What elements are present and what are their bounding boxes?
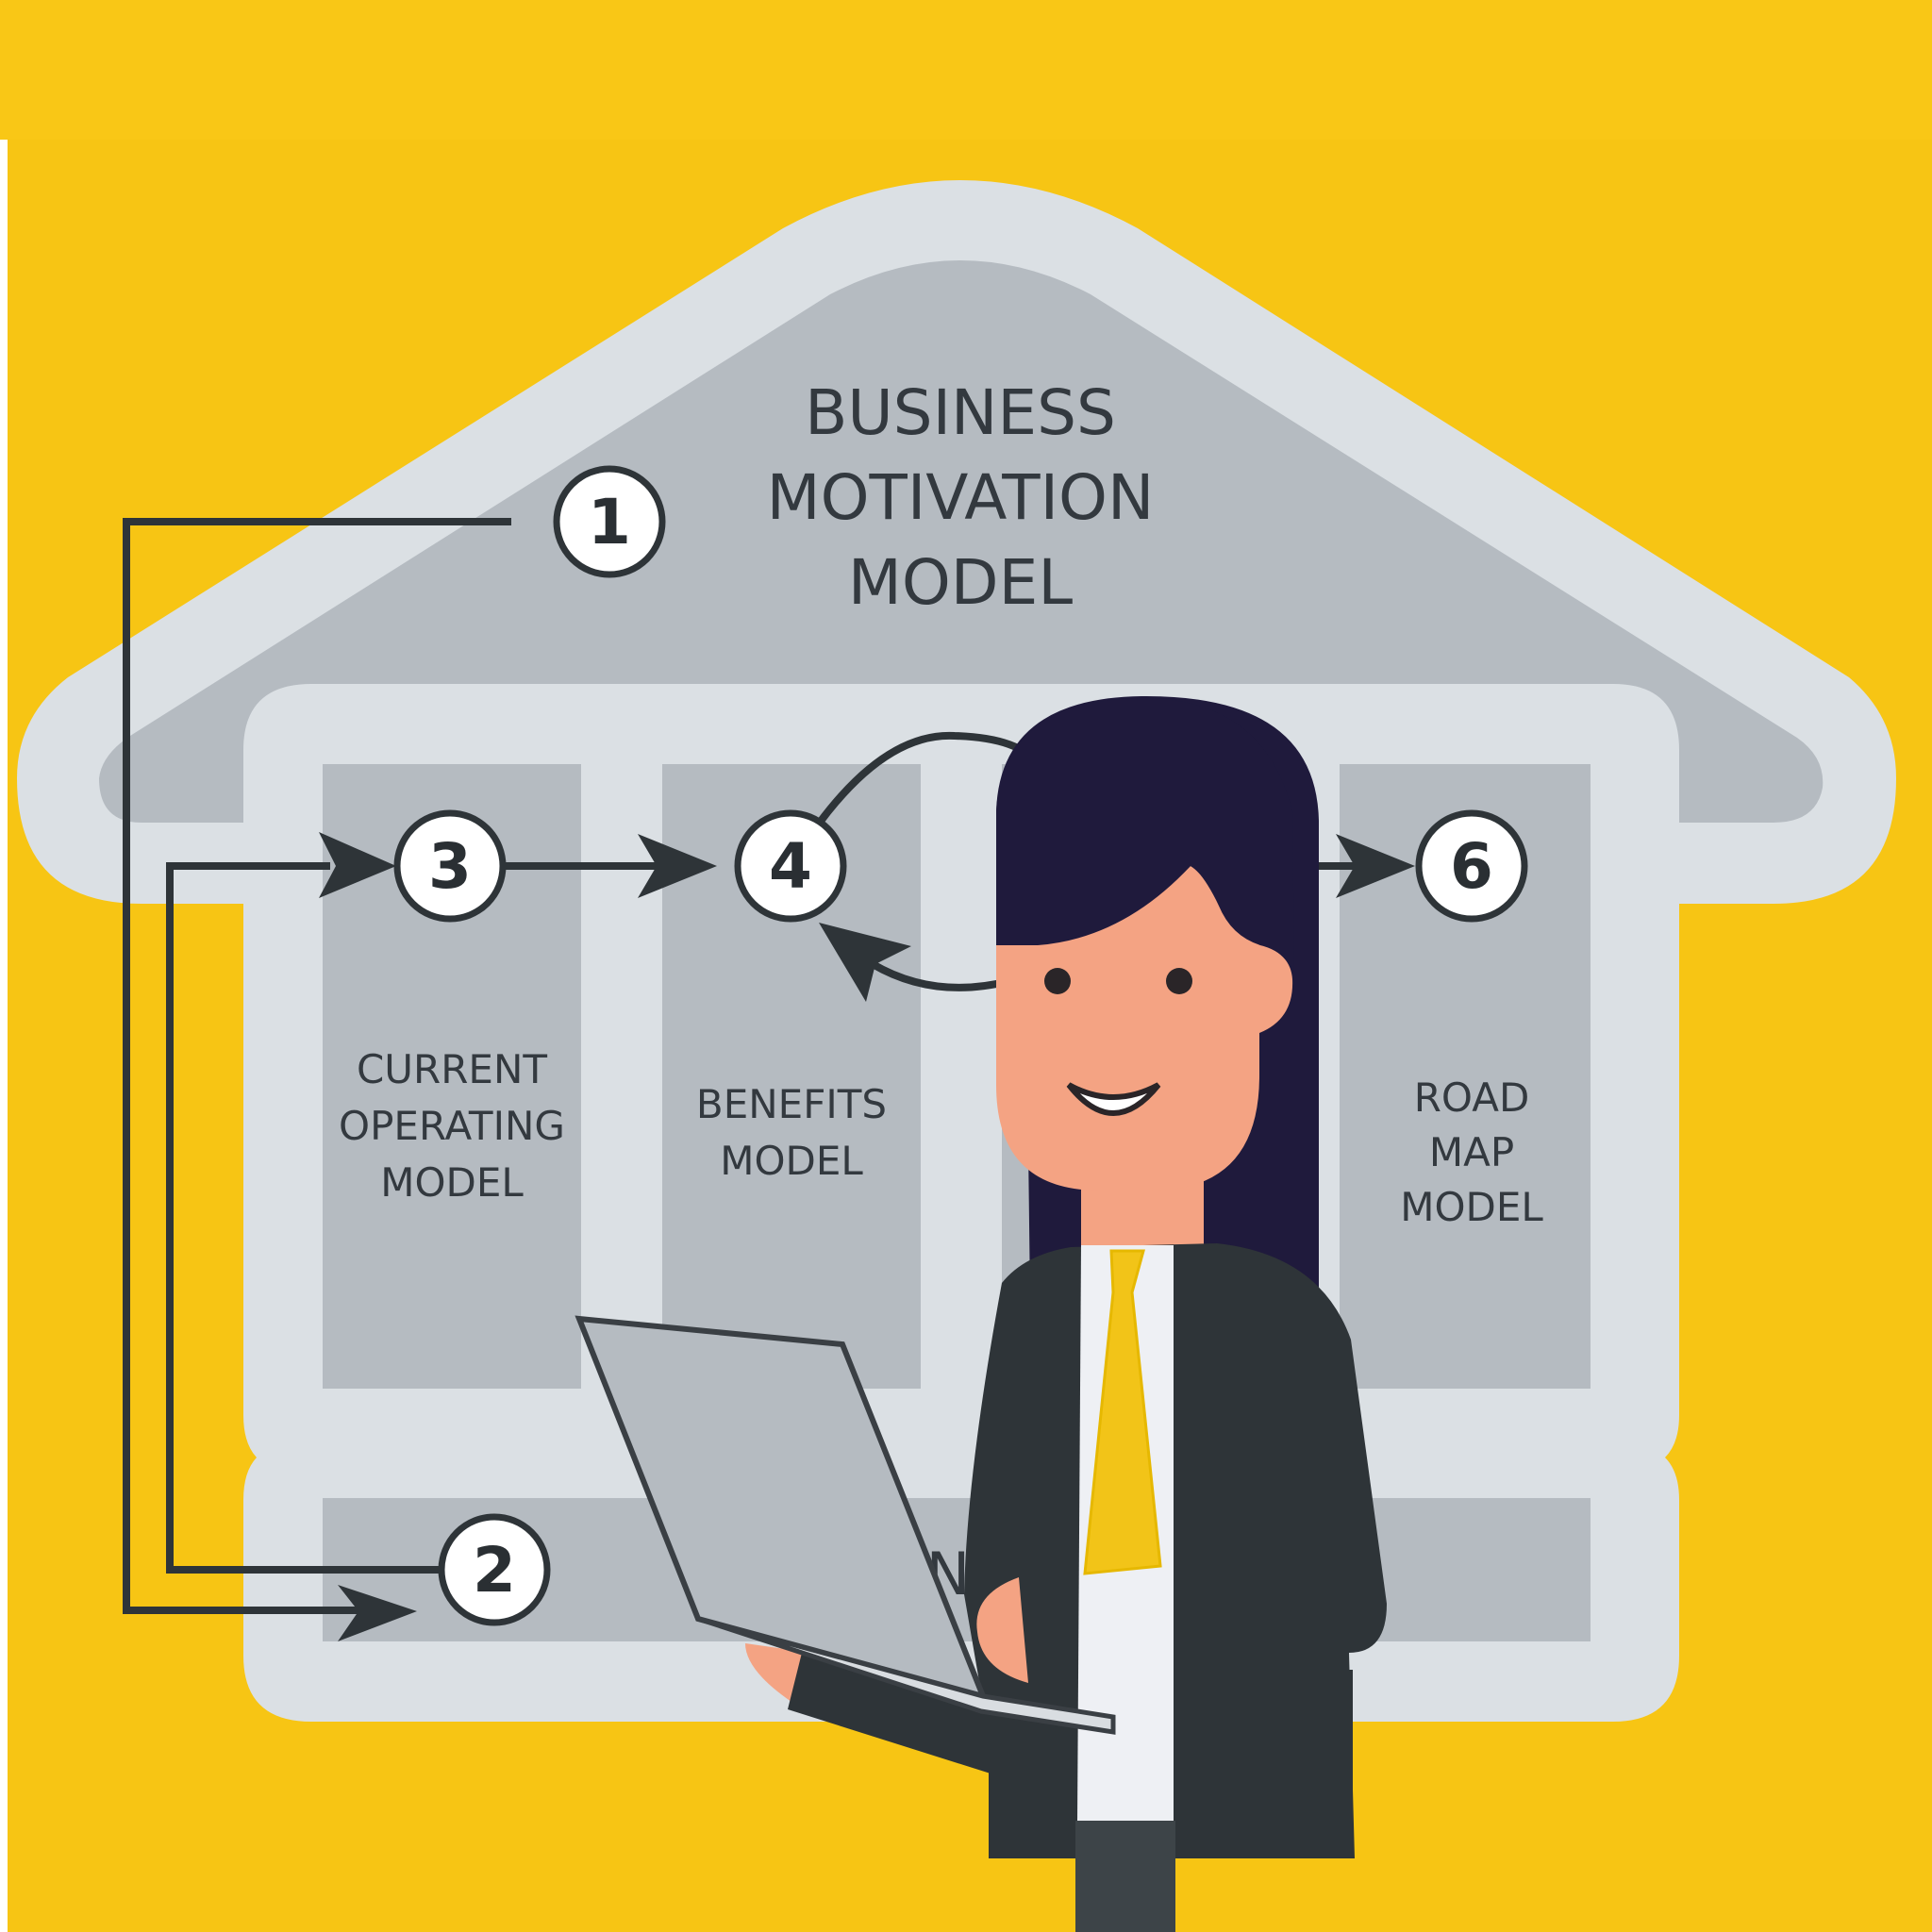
jacket-lower-right bbox=[1174, 1670, 1353, 1858]
businesswoman-illustration bbox=[575, 695, 1387, 1932]
arrowhead-into-2 bbox=[338, 1585, 417, 1641]
pillar-roadmap-label-3: MODEL bbox=[1400, 1184, 1543, 1230]
step-2-badge: 2 bbox=[438, 1513, 551, 1626]
roof-inner bbox=[99, 260, 1824, 823]
pillar-benefits-label-2: MODEL bbox=[720, 1138, 863, 1184]
loop-4-bottom bbox=[870, 960, 1010, 991]
roof-label-line-3: MODEL bbox=[848, 546, 1073, 619]
right-hand bbox=[976, 1577, 1028, 1683]
step-4-number: 4 bbox=[769, 830, 812, 903]
pillar-benefits-label-1: BENEFITS bbox=[696, 1081, 887, 1127]
trousers bbox=[1075, 1821, 1175, 1932]
arrowheads bbox=[319, 832, 1415, 1641]
connector-2-to-3 bbox=[166, 862, 443, 1574]
pillar-roadmap-label-1: ROAD bbox=[1414, 1074, 1530, 1121]
step-1-badge: 1 bbox=[553, 465, 666, 578]
roof-label-line-1: BUSINESS bbox=[805, 376, 1116, 449]
step-1-number: 1 bbox=[588, 486, 631, 558]
left-eye bbox=[1044, 968, 1071, 994]
step-4-badge: 4 bbox=[734, 809, 847, 923]
right-eye bbox=[1166, 968, 1192, 994]
top-white-strip bbox=[0, 0, 1932, 140]
arrowhead-into-6 bbox=[1336, 834, 1415, 898]
pillar-roadmap-label-2: MAP bbox=[1429, 1129, 1514, 1175]
hair-fringe bbox=[996, 698, 1294, 972]
roof-label-line-2: MOTIVATION bbox=[767, 461, 1155, 534]
step-2-number: 2 bbox=[473, 1534, 516, 1607]
left-white-edge bbox=[0, 140, 8, 1932]
pillar-current-label-1: CURRENT bbox=[357, 1046, 547, 1092]
arrowhead-into-4 bbox=[638, 834, 717, 898]
pillar-current-label-2: OPERATING bbox=[339, 1103, 565, 1149]
arrowhead-loop-return bbox=[819, 923, 911, 1002]
tie bbox=[1083, 1249, 1162, 1575]
step-3-badge: 3 bbox=[393, 809, 507, 923]
step-6-badge: 6 bbox=[1415, 809, 1528, 923]
smile bbox=[1066, 1082, 1161, 1116]
connector-1-to-2 bbox=[123, 518, 511, 1614]
face bbox=[996, 866, 1293, 1191]
laptop-base bbox=[697, 1616, 1116, 1735]
step-6-number: 6 bbox=[1450, 830, 1493, 903]
pillar-current-label-3: MODEL bbox=[380, 1159, 524, 1206]
forearm bbox=[788, 1653, 991, 1774]
arrowhead-into-3 bbox=[319, 832, 396, 898]
step-3-number: 3 bbox=[428, 830, 472, 903]
